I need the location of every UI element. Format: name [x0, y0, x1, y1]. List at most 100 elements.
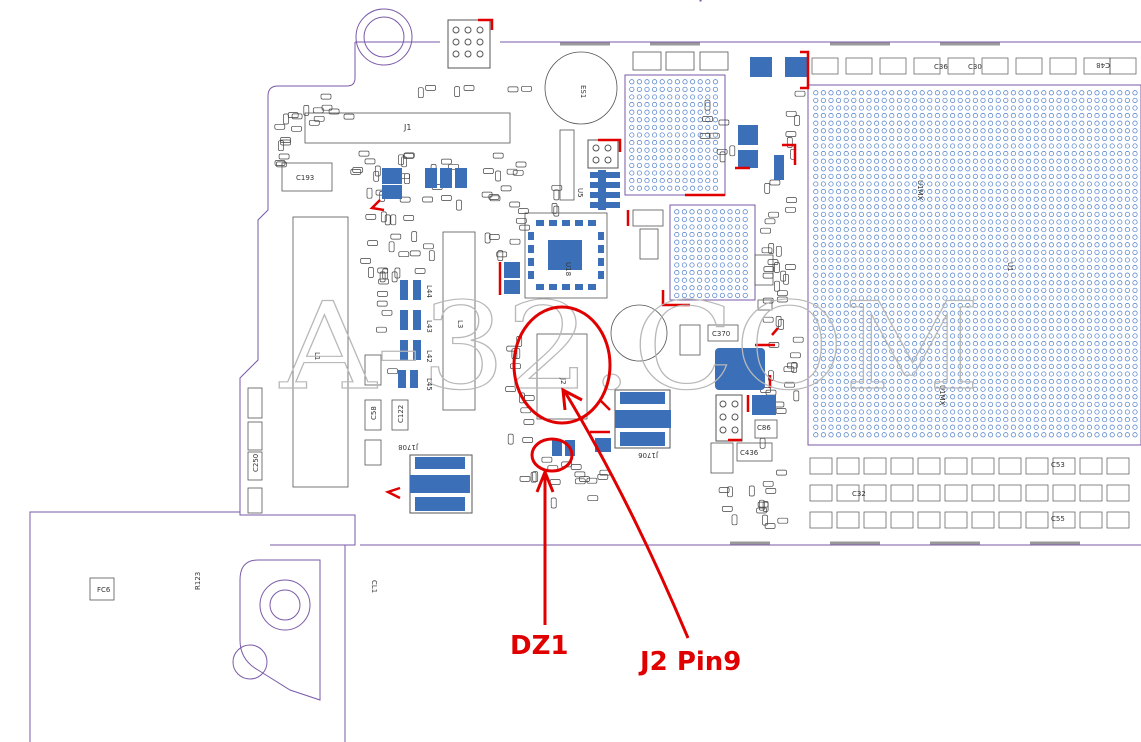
- bga-ball: [988, 173, 994, 179]
- bga-ball: [1102, 120, 1108, 126]
- bga-ball: [1056, 386, 1062, 392]
- ic-center-pad: [548, 240, 582, 270]
- bga-ball: [851, 341, 857, 347]
- bga-ball: [843, 128, 849, 134]
- bga-ball: [1124, 401, 1130, 407]
- bga-ball: [904, 196, 910, 202]
- bga-ball: [927, 325, 933, 331]
- bga-ball: [927, 272, 933, 278]
- bga-ball: [1003, 113, 1009, 119]
- bga-ball: [813, 310, 819, 316]
- bga-ball: [1056, 173, 1062, 179]
- bga-ball: [705, 124, 711, 130]
- bga-ball: [636, 109, 642, 115]
- bga-ball: [995, 204, 1001, 210]
- passive-component: [768, 211, 779, 218]
- bga-ball: [904, 303, 910, 309]
- passive-component: [403, 215, 415, 221]
- bga-ball: [942, 287, 948, 293]
- bga-ball: [896, 348, 902, 354]
- bga-ball: [1048, 318, 1054, 324]
- bga-ball: [988, 257, 994, 263]
- bga-ball: [965, 120, 971, 126]
- bga-ball: [712, 292, 718, 298]
- bga-ball: [820, 173, 826, 179]
- bga-ball: [1056, 333, 1062, 339]
- connector-pin: [592, 156, 600, 164]
- bga-ball: [881, 219, 887, 225]
- bga-ball: [719, 224, 725, 230]
- red-marks: [369, 18, 810, 500]
- bga-ball: [965, 196, 971, 202]
- bga-ball: [1026, 158, 1032, 164]
- bga-ball: [980, 234, 986, 240]
- bga-ball: [1109, 90, 1115, 96]
- bga-ball: [1094, 113, 1100, 119]
- bga-ball: [957, 409, 963, 415]
- bga-ball: [1041, 409, 1047, 415]
- passive-component: [523, 419, 535, 425]
- bga-ball: [874, 295, 880, 301]
- bga-ball: [682, 155, 688, 161]
- bga-ball: [980, 341, 986, 347]
- bga-ball: [988, 227, 994, 233]
- passive-component: [425, 85, 436, 91]
- bga-ball: [934, 401, 940, 407]
- passive-component: [489, 195, 501, 202]
- bga-ball: [1132, 280, 1138, 286]
- bga-ball: [896, 211, 902, 217]
- bga-ball: [1102, 432, 1108, 438]
- bga-ball: [836, 227, 842, 233]
- bga-ball: [919, 356, 925, 362]
- bga-ball: [1018, 166, 1024, 172]
- bga-ball: [1117, 211, 1123, 217]
- bga-ball: [912, 227, 918, 233]
- bga-ball: [1018, 356, 1024, 362]
- bga-ball: [965, 242, 971, 248]
- bga-ball: [828, 181, 834, 187]
- bga-ball: [828, 386, 834, 392]
- passive-component: [483, 168, 494, 174]
- bga-ball: [742, 277, 748, 283]
- label-c48: C48: [1096, 61, 1110, 69]
- bga-ball: [1048, 341, 1054, 347]
- bga-ball: [843, 432, 849, 438]
- bga-ball: [1033, 318, 1039, 324]
- bga-ball: [881, 151, 887, 157]
- bga-ball: [972, 295, 978, 301]
- bga-ball: [972, 371, 978, 377]
- bga-ball: [858, 158, 864, 164]
- bga-ball: [697, 124, 703, 130]
- bga-ball: [813, 189, 819, 195]
- bga-ball: [690, 124, 696, 130]
- bga-ball: [912, 424, 918, 430]
- bga-ball: [727, 239, 733, 245]
- bga-ball: [934, 348, 940, 354]
- ic-pad: [528, 271, 534, 279]
- bga-ball: [1010, 219, 1016, 225]
- bga-ball: [1094, 371, 1100, 377]
- bga-ball: [1071, 265, 1077, 271]
- capacitor: [879, 57, 907, 75]
- bga-ball: [919, 211, 925, 217]
- bga-ball: [659, 162, 665, 168]
- passive-component: [380, 211, 387, 223]
- bga-ball: [950, 181, 956, 187]
- bga-ball: [950, 394, 956, 400]
- bga-ball: [820, 128, 826, 134]
- bga-ball: [881, 379, 887, 385]
- bga-ball: [874, 143, 880, 149]
- bga-ball: [820, 379, 826, 385]
- passive-component: [758, 499, 765, 511]
- bga-ball: [1094, 181, 1100, 187]
- bga-ball: [1132, 173, 1138, 179]
- capacitor: [981, 57, 1009, 75]
- bga-ball: [889, 173, 895, 179]
- bga-ball: [881, 204, 887, 210]
- bga-ball: [843, 356, 849, 362]
- bga-ball: [1132, 341, 1138, 347]
- bga-ball: [1033, 265, 1039, 271]
- dz1-highlight-circle: [530, 437, 574, 473]
- bga-ball: [942, 371, 948, 377]
- bga-ball: [1064, 265, 1070, 271]
